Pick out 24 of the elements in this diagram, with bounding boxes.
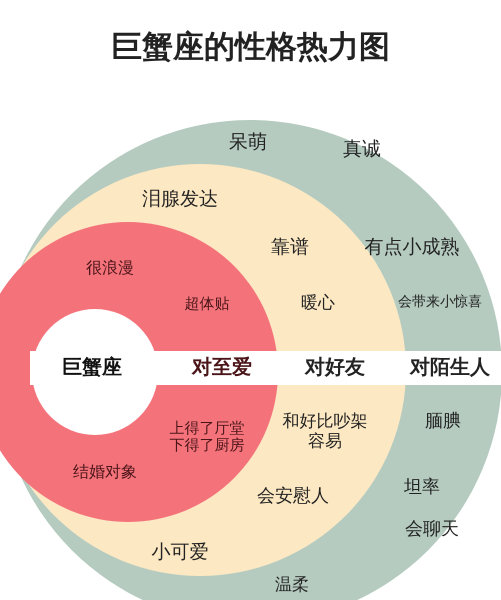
trait-label: 结婚对象: [73, 462, 137, 482]
diagram-title: 巨蟹座的性格热力图: [110, 28, 391, 67]
trait-label: 泪腺发达: [142, 189, 218, 211]
trait-label: 呆萌: [229, 132, 267, 154]
trait-label: 温柔: [275, 576, 309, 596]
trait-label: 会安慰人: [257, 486, 329, 508]
trait-label: 坦率: [404, 478, 440, 498]
trait-label: 小可爱: [152, 542, 208, 564]
trait-label: 靠谱: [271, 237, 309, 259]
trait-label: 真诚: [343, 139, 381, 161]
ring-heading: 对陌生人: [410, 356, 490, 378]
trait-label: 会带来小惊喜: [398, 294, 482, 310]
ring-heading: 对至爱: [192, 356, 252, 378]
trait-label: 和好比吵架容易: [282, 412, 368, 452]
trait-label: 很浪漫: [86, 258, 134, 278]
ring-circle: [0, 120, 501, 600]
ring-heading: 对好友: [305, 356, 365, 378]
trait-label: 超体贴: [184, 295, 230, 313]
trait-label: 上得了厅堂下得了厨房: [168, 420, 246, 454]
ring-heading: 巨蟹座: [62, 356, 122, 378]
trait-label: 会聊天: [405, 520, 459, 540]
trait-label: 腼腆: [425, 412, 461, 432]
trait-label: 有点小成熟: [364, 237, 460, 259]
trait-label: 暖心: [301, 294, 335, 314]
